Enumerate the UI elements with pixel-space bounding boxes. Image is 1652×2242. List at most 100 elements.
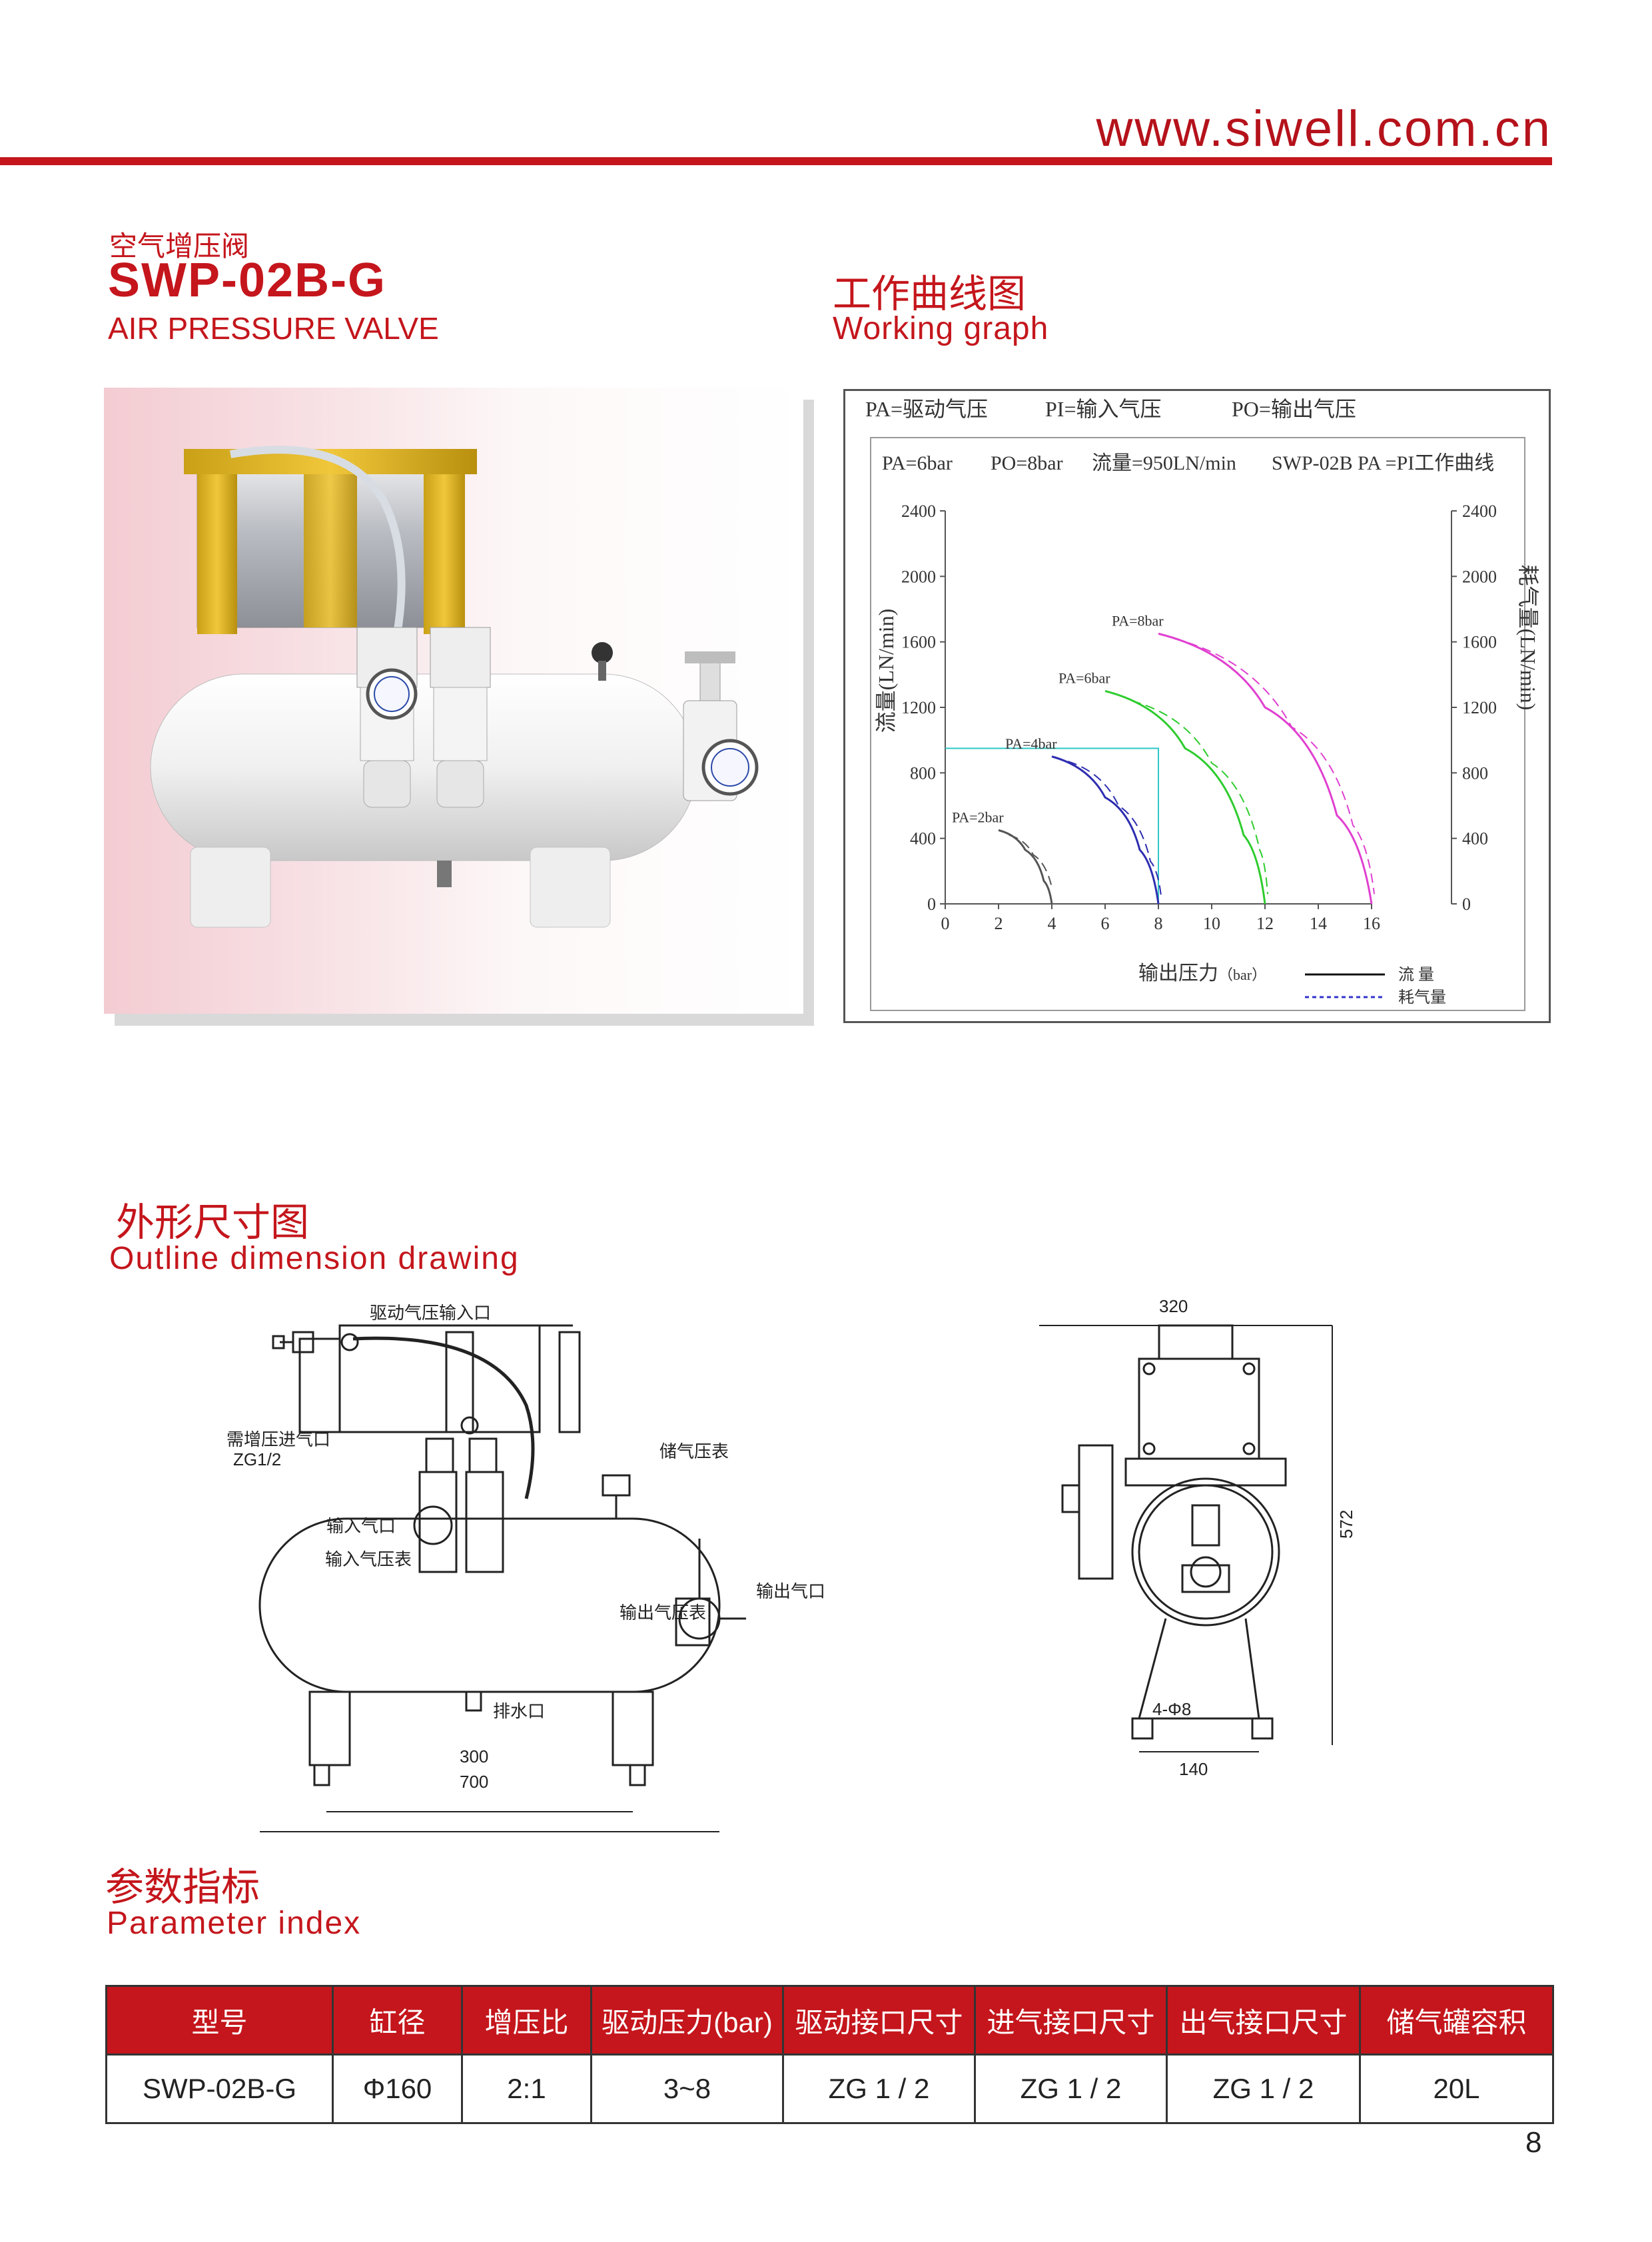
chart-inner-frame: [870, 437, 1525, 1011]
cell-ratio: 2:1: [461, 2054, 592, 2124]
label-dim-base: 140: [1179, 1759, 1208, 1779]
x-tick-label: 8: [1154, 914, 1163, 933]
series-flow-line: [1051, 755, 1160, 905]
chart-legend-po: PO=输出气压: [1232, 397, 1356, 421]
header-drive-port: 驱动接口尺寸: [782, 1985, 976, 2055]
front-view-svg: 320 572 4-Φ8 140: [1039, 1296, 1356, 1779]
working-graph-title-en: Working graph: [833, 311, 1049, 346]
chart-info-curve: SWP-02B PA =PI工作曲线: [1272, 452, 1494, 474]
chart-legend-air: 耗气量: [1398, 988, 1446, 1006]
label-boost-inlet-size: ZG1/2: [233, 1449, 281, 1469]
series-air-line: [1174, 637, 1375, 895]
series-flow-line: [1158, 632, 1373, 905]
series-air-line: [1009, 834, 1052, 888]
side-view-drawing: 驱动气压输入口 需增压进气口 ZG1/2 储气压表 输入气口 输入气压表 输出气…: [226, 1286, 906, 1832]
operating-point-guide: [945, 747, 1159, 904]
working-graph-chart: PA=驱动气压 PI=输入气压 PO=输出气压 PA=6bar PO=8bar …: [843, 389, 1551, 1023]
site-url[interactable]: www.siwell.com.cn: [1096, 101, 1552, 157]
table-row: SWP-02B-G Φ160 2:1 3~8 ZG 1 / 2 ZG 1 / 2…: [105, 2054, 1554, 2124]
y-tick-label-left: 2400: [901, 502, 936, 521]
product-model: SWP-02B-G: [108, 254, 387, 307]
series-label: PA=2bar: [952, 809, 1004, 825]
series-air-line: [1067, 761, 1162, 896]
x-tick-label: 16: [1363, 914, 1380, 933]
header-outlet-port: 出气接口尺寸: [1166, 1985, 1361, 2055]
cell-drive-port: ZG 1 / 2: [782, 2054, 976, 2124]
chart-xlabel-unit: （bar）: [1218, 966, 1266, 983]
label-dim-total: 700: [460, 1772, 488, 1792]
chart-legend-flow: 流 量: [1398, 966, 1434, 984]
cell-tank-volume: 20L: [1359, 2054, 1554, 2124]
page-number: 8: [1525, 2126, 1542, 2159]
label-holes: 4-Φ8: [1152, 1699, 1191, 1719]
cell-bore: Φ160: [332, 2054, 463, 2124]
product-photo: [104, 388, 803, 1014]
series-label: PA=6bar: [1058, 669, 1110, 686]
chart-legend-pi: PI=输入气压: [1045, 397, 1162, 421]
y-tick-label-left: 0: [927, 895, 936, 914]
y-tick-label-right: 400: [1462, 829, 1488, 849]
label-dim-height: 572: [1336, 1510, 1356, 1539]
series-air-line: [1131, 700, 1268, 895]
series-label: PA=4bar: [1005, 735, 1057, 752]
y-tick-label-right: 2400: [1462, 502, 1497, 521]
label-input-gauge: 输入气压表: [325, 1549, 412, 1569]
y-tick-label-left: 400: [910, 829, 936, 849]
label-output-gauge: 输出气压表: [620, 1603, 706, 1623]
front-view-drawing: 320 572 4-Φ8 140: [1039, 1286, 1372, 1808]
chart-info-flow: 流量=950LN/min: [1092, 452, 1236, 474]
label-drive-inlet: 驱动气压输入口: [370, 1303, 491, 1323]
header-inlet-port: 进气接口尺寸: [974, 1985, 1168, 2055]
chart-marks: PA=2bar PA=4bar PA=6bar PA=8bar: [945, 612, 1375, 905]
x-tick-label: 0: [941, 914, 950, 933]
cell-outlet-port: ZG 1 / 2: [1166, 2054, 1361, 2124]
y-tick-label-left: 1200: [901, 698, 936, 717]
y-tick-label-right: 800: [1462, 763, 1488, 783]
header-rule: [0, 157, 1552, 165]
x-tick-label: 2: [995, 914, 1003, 933]
product-name-en: AIR PRESSURE VALVE: [108, 311, 439, 346]
cell-inlet-port: ZG 1 / 2: [974, 2054, 1168, 2124]
y-tick-label-right: 2000: [1462, 567, 1497, 586]
series-label: PA=8bar: [1112, 612, 1164, 629]
working-graph-svg: PA=驱动气压 PI=输入气压 PO=输出气压 PA=6bar PO=8bar …: [865, 397, 1540, 1011]
chart-info-pa: PA=6bar: [882, 452, 953, 474]
working-graph-title-cn: 工作曲线图: [833, 272, 1027, 316]
series-flow-line: [1104, 689, 1266, 905]
cell-model: SWP-02B-G: [105, 2054, 334, 2124]
side-view-svg: 驱动气压输入口 需增压进气口 ZG1/2 储气压表 输入气口 输入气压表 输出气…: [226, 1303, 825, 1832]
y-tick-label-left: 2000: [901, 567, 936, 586]
outline-title-en: Outline dimension drawing: [109, 1241, 520, 1276]
parameter-title-en: Parameter index: [107, 1906, 362, 1941]
parameter-table: 型号 缸径 增压比 驱动压力(bar) 驱动接口尺寸 进气接口尺寸 出气接口尺寸…: [105, 1985, 1554, 2124]
header-bore: 缸径: [332, 1985, 463, 2055]
outline-title-cn: 外形尺寸图: [116, 1201, 310, 1244]
air-booster-illustration: [150, 446, 759, 928]
chart-xlabel: 输出压力: [1138, 962, 1218, 984]
label-drain: 排水口: [493, 1701, 545, 1721]
chart-info-po: PO=8bar: [991, 452, 1063, 474]
product-name-cn: 空气增压阀: [109, 230, 250, 262]
label-tank-gauge: 储气压表: [659, 1441, 729, 1461]
x-tick-label: 12: [1256, 914, 1274, 933]
chart-ylabel-right: 耗气量(LN/min): [1516, 565, 1540, 711]
label-input-port: 输入气口: [326, 1516, 396, 1536]
x-tick-label: 14: [1310, 914, 1327, 933]
header-ratio: 增压比: [461, 1985, 592, 2055]
y-tick-label-left: 800: [910, 763, 936, 783]
cell-drive-pressure: 3~8: [590, 2054, 784, 2124]
x-tick-label: 10: [1203, 914, 1220, 933]
label-output-port: 输出气口: [756, 1581, 825, 1601]
parameter-header-row: 型号 缸径 增压比 驱动压力(bar) 驱动接口尺寸 进气接口尺寸 出气接口尺寸…: [105, 1985, 1554, 2055]
x-tick-label: 6: [1101, 914, 1110, 933]
header-drive-pressure: 驱动压力(bar): [590, 1985, 784, 2055]
parameter-title-cn: 参数指标: [105, 1866, 260, 1909]
label-boost-inlet: 需增压进气口: [226, 1429, 330, 1449]
chart-legend-pa: PA=驱动气压: [865, 397, 988, 421]
label-dim-inner: 300: [460, 1746, 488, 1766]
x-tick-label: 4: [1048, 914, 1056, 933]
header-model: 型号: [105, 1985, 334, 2055]
y-tick-label-left: 1600: [901, 633, 936, 652]
y-tick-label-right: 1600: [1462, 633, 1497, 652]
